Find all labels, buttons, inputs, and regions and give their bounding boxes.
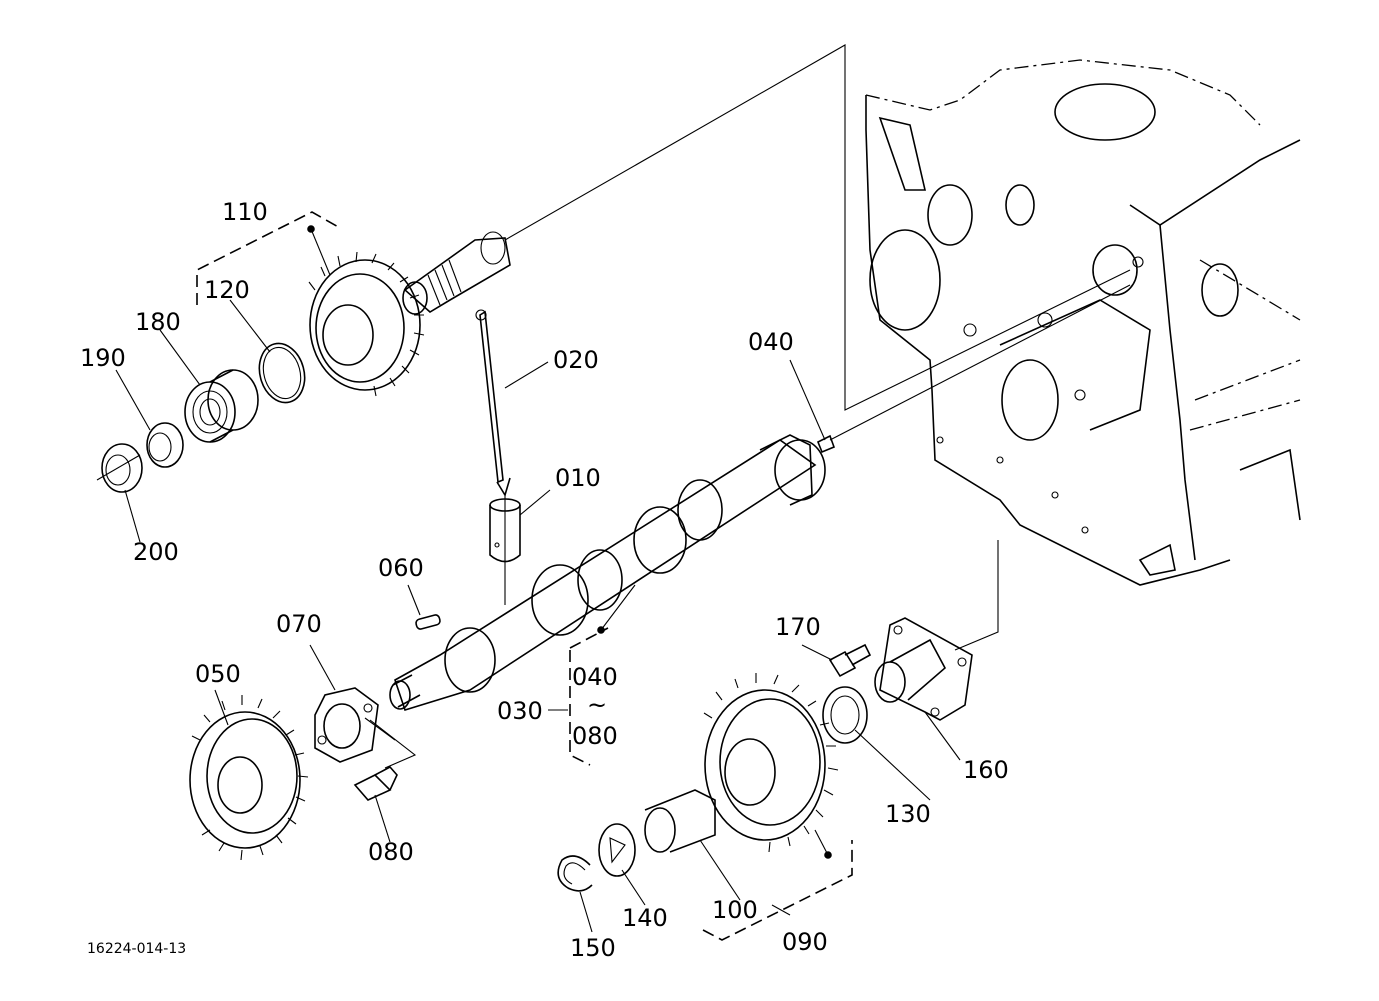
label-190: 190 bbox=[80, 344, 126, 372]
idle-gear-090 bbox=[703, 673, 839, 853]
cam-gear-110 bbox=[308, 251, 425, 397]
snap-ring-150 bbox=[557, 855, 593, 892]
label-leaders bbox=[115, 299, 961, 933]
label-150: 150 bbox=[570, 934, 616, 962]
diagram-id: 16224-014-13 bbox=[87, 941, 186, 957]
snap-ring-120 bbox=[258, 342, 306, 404]
engine-block bbox=[865, 59, 1301, 586]
idle-shaft-160 bbox=[874, 617, 973, 721]
push-rod-020 bbox=[475, 309, 511, 497]
label-050: 050 bbox=[195, 660, 241, 688]
label-030: 030 bbox=[497, 697, 543, 725]
label-020: 020 bbox=[553, 346, 599, 374]
bearing-180 bbox=[184, 369, 259, 443]
collar-140 bbox=[598, 823, 636, 877]
label-200: 200 bbox=[133, 538, 179, 566]
label-080-range: 080 bbox=[572, 722, 618, 750]
label-080-bolt: 080 bbox=[368, 838, 414, 866]
label-160: 160 bbox=[963, 756, 1009, 784]
label-180: 180 bbox=[135, 308, 181, 336]
plug-040 bbox=[816, 434, 836, 454]
label-060: 060 bbox=[378, 554, 424, 582]
label-140: 140 bbox=[622, 904, 668, 932]
part-labels: 110 120 180 190 200 020 010 040 060 070 … bbox=[80, 198, 1009, 962]
key-060 bbox=[415, 614, 441, 630]
label-120: 120 bbox=[204, 276, 250, 304]
label-040-range: 040 bbox=[572, 663, 618, 691]
label-010: 010 bbox=[555, 464, 601, 492]
label-170: 170 bbox=[775, 613, 821, 641]
label-110: 110 bbox=[222, 198, 268, 226]
camshaft-030 bbox=[389, 434, 826, 711]
label-130: 130 bbox=[885, 800, 931, 828]
plate-070 bbox=[314, 687, 379, 763]
label-040-top: 040 bbox=[748, 328, 794, 356]
assembly-bracket-030 bbox=[548, 584, 636, 766]
bolt-080 bbox=[353, 765, 398, 801]
bolt-170 bbox=[828, 643, 872, 678]
leader-lines bbox=[96, 44, 1131, 769]
washer-130 bbox=[822, 686, 868, 744]
gear-050 bbox=[189, 695, 309, 861]
bushing-100 bbox=[644, 789, 716, 853]
nut-190 bbox=[146, 422, 184, 468]
assembly-bracket-110 bbox=[196, 211, 341, 305]
tappet-010 bbox=[489, 498, 521, 563]
label-100: 100 bbox=[712, 896, 758, 924]
assembly-bracket-090 bbox=[702, 829, 853, 941]
label-070: 070 bbox=[276, 610, 322, 638]
label-090: 090 bbox=[782, 928, 828, 956]
label-range-tilde: ~ bbox=[587, 691, 607, 719]
gear-shaft-sleeve bbox=[402, 231, 511, 315]
nut-200 bbox=[101, 443, 143, 493]
